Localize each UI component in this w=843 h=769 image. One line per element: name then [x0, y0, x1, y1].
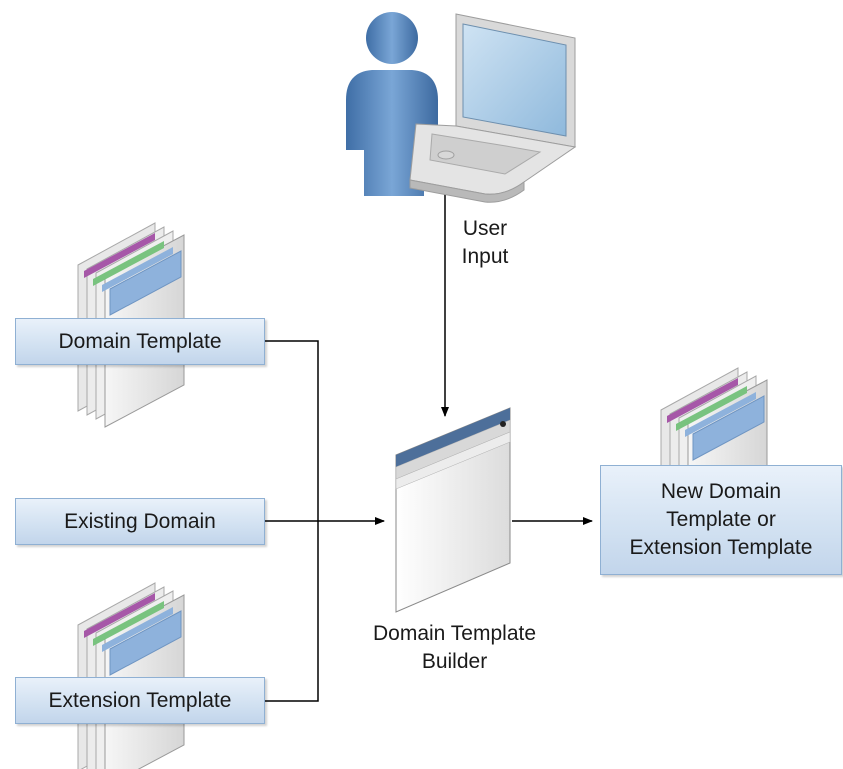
user-input-line2: Input — [461, 245, 509, 268]
output-line2: Template or — [666, 508, 776, 531]
extension-template-label: Extension Template — [48, 688, 232, 712]
existing-domain-label: Existing Domain — [64, 509, 216, 533]
builder-label: Domain Template Builder — [352, 620, 557, 676]
domain-template-label: Domain Template — [58, 329, 222, 353]
window-icon — [395, 407, 511, 613]
user-input-label: User Input — [440, 215, 530, 271]
output-line3: Extension Template — [629, 536, 813, 559]
builder-line2: Builder — [421, 650, 488, 673]
connectors — [265, 193, 593, 702]
user-input-line1: User — [462, 217, 508, 240]
domain-template-box: Domain Template — [15, 318, 265, 365]
existing-domain-box: Existing Domain — [15, 498, 265, 545]
extension-template-box: Extension Template — [15, 677, 265, 724]
document-stack-icon — [77, 582, 185, 769]
output-box: New Domain Template or Extension Templat… — [600, 465, 842, 575]
builder-line1: Domain Template — [372, 622, 537, 645]
laptop-icon — [409, 13, 577, 203]
output-line1: New Domain — [660, 480, 782, 503]
